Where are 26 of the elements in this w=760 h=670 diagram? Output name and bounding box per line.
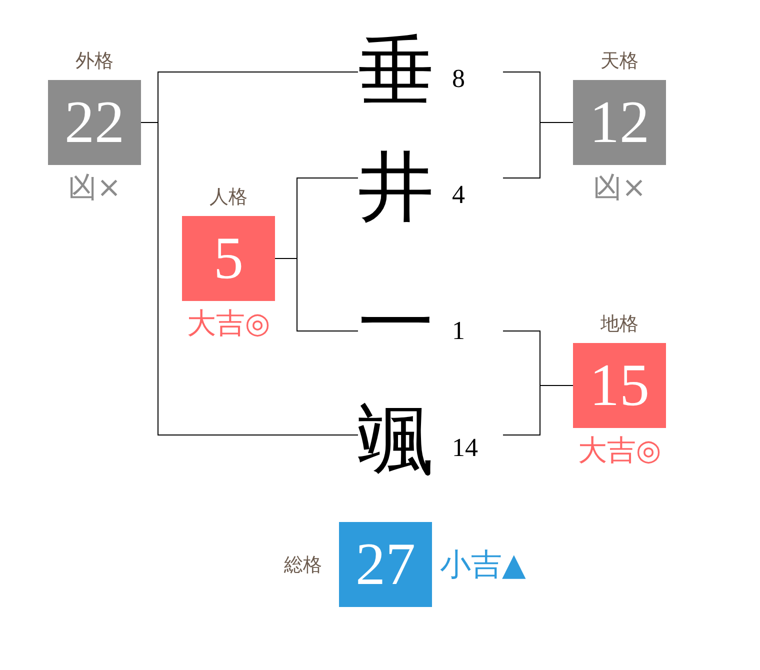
- category-heading: 人格: [210, 185, 248, 210]
- category-heading: 外格: [76, 49, 114, 74]
- category-heading: 天格: [600, 49, 638, 74]
- fortune-text: 小吉▲: [440, 548, 526, 582]
- score-tile: 27: [339, 522, 432, 607]
- bracket-line: [502, 385, 574, 436]
- stroke-count: 1: [452, 316, 465, 346]
- name-character: 颯: [358, 399, 434, 481]
- fortune-text: 凶×: [592, 170, 646, 204]
- fortune-text: 凶×: [68, 170, 122, 204]
- bracket-line: [502, 122, 574, 178]
- fortune-text: 大吉◎: [578, 433, 662, 467]
- category-heading: 地格: [600, 312, 638, 337]
- stroke-count: 4: [452, 180, 465, 210]
- name-character: 井: [358, 146, 434, 228]
- name-character: 一: [358, 282, 434, 364]
- bracket-line: [274, 258, 358, 332]
- score-tile: 12: [573, 80, 666, 165]
- stroke-count: 8: [452, 64, 465, 94]
- name-character: 垂: [358, 30, 434, 112]
- score-tile: 22: [48, 80, 141, 165]
- stroke-count: 14: [452, 433, 478, 463]
- score-tile: 5: [182, 216, 275, 301]
- fortune-text: 大吉◎: [186, 306, 270, 340]
- score-tile: 15: [573, 343, 666, 428]
- category-heading: 総格: [284, 552, 322, 578]
